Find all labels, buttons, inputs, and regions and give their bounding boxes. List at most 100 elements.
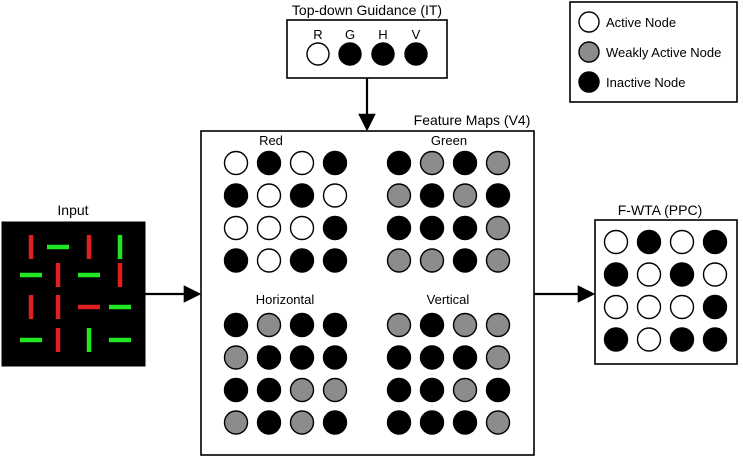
- map-green-node: [386, 150, 412, 176]
- fwta-nodes: [603, 229, 728, 352]
- map-red-node: [256, 215, 282, 241]
- map-green-node: [419, 248, 445, 273]
- map-red-node: [289, 183, 315, 208]
- map-green-node: [386, 248, 412, 273]
- legend-active-swatch: [578, 11, 600, 33]
- map-horizontal-node: [289, 410, 315, 435]
- fwta-node: [636, 229, 662, 255]
- map-red-node: [256, 150, 282, 176]
- map-title-red: Red: [259, 133, 283, 148]
- map-green-node: [485, 215, 511, 241]
- map-green-node: [452, 248, 478, 273]
- map-horizontal-node: [223, 377, 249, 403]
- map-horizontal-node: [256, 312, 282, 338]
- map-vertical-node: [419, 377, 445, 403]
- map-green-node: [485, 183, 511, 208]
- topdown-label-g: G: [345, 27, 355, 42]
- fwta-title: F-WTA (PPC): [618, 202, 703, 218]
- fwta-node: [603, 327, 629, 352]
- fwta-node: [669, 229, 695, 255]
- map-green-node: [419, 150, 445, 176]
- map-green-node: [452, 150, 478, 176]
- legend-active-label: Active Node: [606, 15, 676, 30]
- map-vertical-node: [485, 312, 511, 338]
- map-vertical-node: [485, 410, 511, 435]
- map-red-node: [223, 248, 249, 273]
- topdown-node-g: [338, 42, 362, 66]
- topdown-label-r: R: [313, 27, 322, 42]
- map-horizontal-node: [289, 345, 315, 370]
- topdown-node-h: [371, 42, 395, 66]
- map-green-node: [485, 248, 511, 273]
- map-vertical-node: [485, 377, 511, 403]
- map-red-node: [322, 248, 348, 273]
- map-vertical-node: [452, 312, 478, 338]
- input-title: Input: [57, 202, 88, 218]
- fwta-node: [603, 229, 629, 255]
- fwta-node: [636, 262, 662, 287]
- map-green-node: [386, 183, 412, 208]
- topdown-label-v: V: [412, 27, 421, 42]
- map-red-node: [223, 150, 249, 176]
- map-red-node: [223, 215, 249, 241]
- map-red-node: [289, 215, 315, 241]
- fwta-node: [603, 294, 629, 320]
- map-red-node: [289, 150, 315, 176]
- map-red-node: [256, 248, 282, 273]
- map-vertical-node: [452, 410, 478, 435]
- fwta-node: [636, 327, 662, 352]
- map-green-node: [485, 150, 511, 176]
- legend-weak-label: Weakly Active Node: [606, 45, 721, 60]
- map-horizontal-node: [256, 410, 282, 435]
- feature-maps-title: Feature Maps (V4): [414, 112, 531, 128]
- map-vertical-node: [386, 312, 412, 338]
- topdown-node-r: [306, 42, 330, 66]
- map-horizontal-node: [322, 345, 348, 370]
- map-red-node: [256, 183, 282, 208]
- fwta-node: [669, 262, 695, 287]
- map-vertical-node: [419, 410, 445, 435]
- map-vertical-node: [419, 312, 445, 338]
- map-horizontal-node: [223, 410, 249, 435]
- fwta-node: [702, 327, 728, 352]
- fwta-node: [702, 229, 728, 255]
- map-red-node: [223, 183, 249, 208]
- fwta-node: [669, 327, 695, 352]
- fwta-node: [702, 294, 728, 320]
- topdown-node-v: [404, 42, 428, 66]
- map-vertical-node: [419, 345, 445, 370]
- map-green-node: [452, 215, 478, 241]
- input-image: [1, 221, 146, 367]
- map-title-horizontal: Horizontal: [256, 292, 315, 307]
- fwta-node: [702, 262, 728, 287]
- map-red-node: [322, 150, 348, 176]
- fwta-node: [603, 262, 629, 287]
- map-horizontal-node: [256, 377, 282, 403]
- map-horizontal-node: [322, 312, 348, 338]
- topdown-label-h: H: [378, 27, 387, 42]
- fwta-node: [669, 294, 695, 320]
- fwta-node: [636, 294, 662, 320]
- map-vertical-node: [452, 345, 478, 370]
- map-horizontal-node: [223, 345, 249, 370]
- legend-inactive-swatch: [578, 71, 600, 93]
- map-green-node: [419, 215, 445, 241]
- map-horizontal-node: [322, 377, 348, 403]
- legend-weak-swatch: [578, 41, 600, 63]
- input-bars: [20, 235, 131, 352]
- map-green-node: [419, 183, 445, 208]
- map-red-node: [322, 183, 348, 208]
- map-horizontal-node: [289, 312, 315, 338]
- feature-maps-box: [200, 130, 535, 456]
- legend-inactive-label: Inactive Node: [606, 75, 686, 90]
- map-title-green: Green: [431, 133, 467, 148]
- map-red-node: [322, 215, 348, 241]
- map-vertical-node: [386, 377, 412, 403]
- map-horizontal-node: [289, 377, 315, 403]
- map-green-node: [386, 215, 412, 241]
